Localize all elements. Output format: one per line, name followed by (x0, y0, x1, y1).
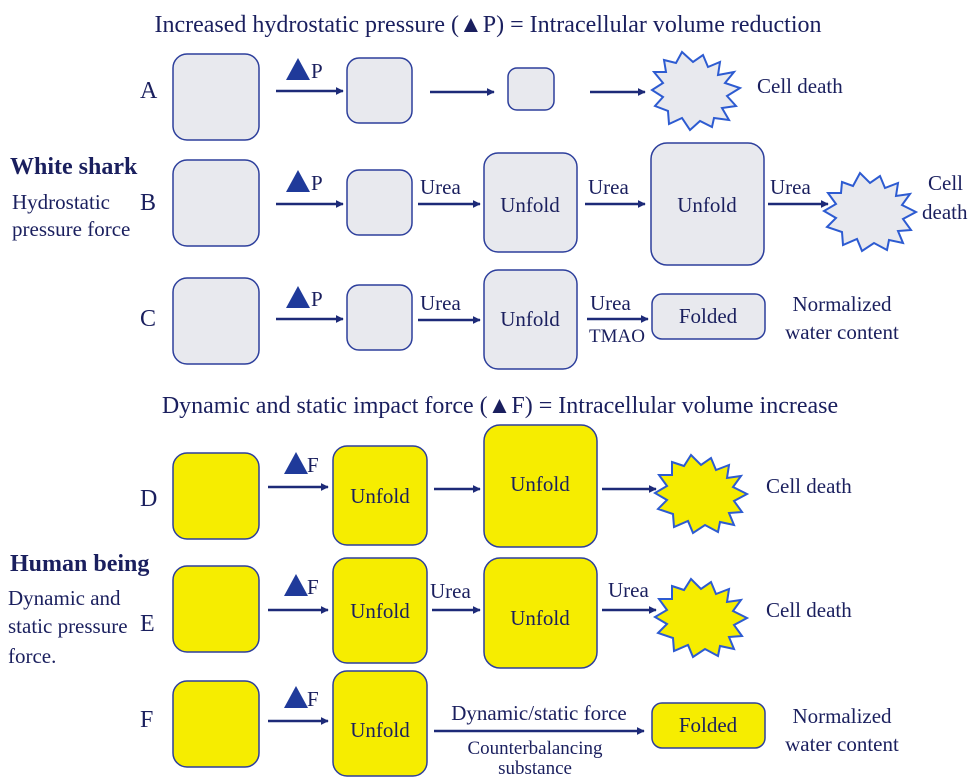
row-c-cell-4 (651, 293, 766, 340)
row-d: D F Unfold Unfold Cell death (140, 424, 852, 548)
row-e-triangle-icon (284, 574, 308, 596)
row-b-label: B (140, 190, 156, 216)
row-b-agent-2: Urea (588, 175, 629, 199)
row-c-label: C (140, 306, 156, 332)
group-human-desc-line2: static pressure (8, 614, 128, 638)
row-e-agent-1: Urea (430, 579, 471, 603)
row-f-cell-2 (332, 670, 428, 777)
row-b-cell-1 (172, 159, 260, 247)
row-b-triangle-icon (286, 170, 310, 192)
row-f-box-1: Unfold (350, 718, 410, 742)
row-c-trigger: P (311, 287, 323, 311)
row-c-triangle-icon (286, 286, 310, 308)
row-f: F F Unfold Dynamic/static force Counterb… (140, 670, 899, 779)
row-e-cell-2 (332, 557, 428, 664)
row-c-box-2: Folded (679, 304, 738, 328)
row-e: E F Unfold Urea Unfold Urea Cell death (140, 557, 852, 669)
row-b-cell-3 (483, 152, 578, 253)
row-a-burst-icon (650, 50, 743, 132)
row-c-agent-1: Urea (420, 291, 461, 315)
row-f-triangle-icon (284, 686, 308, 708)
row-f-agent-bottom-line2: substance (498, 758, 572, 779)
row-e-burst-icon (653, 577, 750, 659)
row-b-box-1: Unfold (500, 193, 560, 217)
row-f-box-2: Folded (679, 713, 738, 737)
row-b: B P Urea Unfold Urea Unfold Urea Cell de… (140, 142, 968, 266)
row-c: C P Urea Unfold Urea TMAO Folded Normali… (140, 269, 899, 370)
row-f-agent-top: Dynamic/static force (451, 701, 627, 725)
row-b-outcome-line1: Cell (928, 171, 963, 195)
row-c-box-1: Unfold (500, 307, 560, 331)
row-f-label: F (140, 707, 153, 733)
row-b-cell-2 (346, 169, 413, 236)
row-e-outcome: Cell death (766, 598, 852, 622)
row-a-triangle-icon (286, 58, 310, 80)
group-shark-name: White shark (10, 154, 138, 180)
row-e-label: E (140, 611, 155, 637)
group-human-desc-line1: Dynamic and (8, 586, 121, 610)
row-e-cell-3 (483, 557, 598, 669)
row-e-trigger: F (307, 575, 319, 599)
row-d-trigger: F (307, 453, 319, 477)
row-b-agent-1: Urea (420, 175, 461, 199)
row-a-trigger: P (311, 59, 323, 83)
row-b-burst-icon (822, 171, 919, 253)
row-e-agent-2: Urea (608, 578, 649, 602)
pressure-title: Increased hydrostatic pressure (▲P) = In… (154, 12, 821, 38)
row-f-outcome-line1: Normalized (792, 704, 892, 728)
row-a-outcome: Cell death (757, 74, 843, 98)
row-c-cell-1 (172, 277, 260, 365)
row-d-outcome: Cell death (766, 474, 852, 498)
row-a-cell-2 (346, 57, 413, 124)
row-b-cell-4 (650, 142, 765, 266)
row-d-label: D (140, 486, 157, 512)
row-d-cell-2 (332, 445, 428, 546)
row-c-agent-2-bottom: TMAO (589, 326, 645, 347)
row-c-cell-3 (483, 269, 578, 370)
row-c-agent-2-top: Urea (590, 291, 631, 315)
row-a-label: A (140, 78, 158, 104)
row-b-outcome-line2: death (922, 200, 968, 224)
row-d-burst-icon (653, 453, 750, 535)
row-d-cell-1 (172, 452, 260, 540)
row-f-outcome-line2: water content (785, 732, 899, 756)
row-c-cell-2 (346, 284, 413, 351)
row-a-cell-3 (507, 67, 555, 111)
row-b-trigger: P (311, 171, 323, 195)
row-f-agent-bottom-line1: Counterbalancing (467, 738, 603, 759)
row-f-cell-1 (172, 680, 260, 768)
group-human-desc-line3: force. (8, 644, 56, 668)
row-c-outcome-line1: Normalized (792, 292, 892, 316)
row-e-cell-1 (172, 565, 260, 653)
group-shark-desc-line1: Hydrostatic (12, 190, 110, 214)
group-human-name: Human being (10, 551, 149, 577)
row-b-agent-3: Urea (770, 175, 811, 199)
group-shark-desc-line2: pressure force (12, 217, 130, 241)
row-d-cell-3 (483, 424, 598, 548)
row-e-box-1: Unfold (350, 599, 410, 623)
row-d-box-1: Unfold (350, 484, 410, 508)
row-a-cell-1 (172, 53, 260, 141)
force-title: Dynamic and static impact force (▲F) = I… (162, 393, 838, 419)
row-f-cell-3 (651, 702, 766, 749)
row-b-box-2: Unfold (677, 193, 737, 217)
row-c-outcome-line2: water content (785, 320, 899, 344)
row-f-trigger: F (307, 687, 319, 711)
row-a: A P Cell death (140, 50, 843, 141)
row-e-box-2: Unfold (510, 606, 570, 630)
row-d-box-2: Unfold (510, 472, 570, 496)
row-d-triangle-icon (284, 452, 308, 474)
